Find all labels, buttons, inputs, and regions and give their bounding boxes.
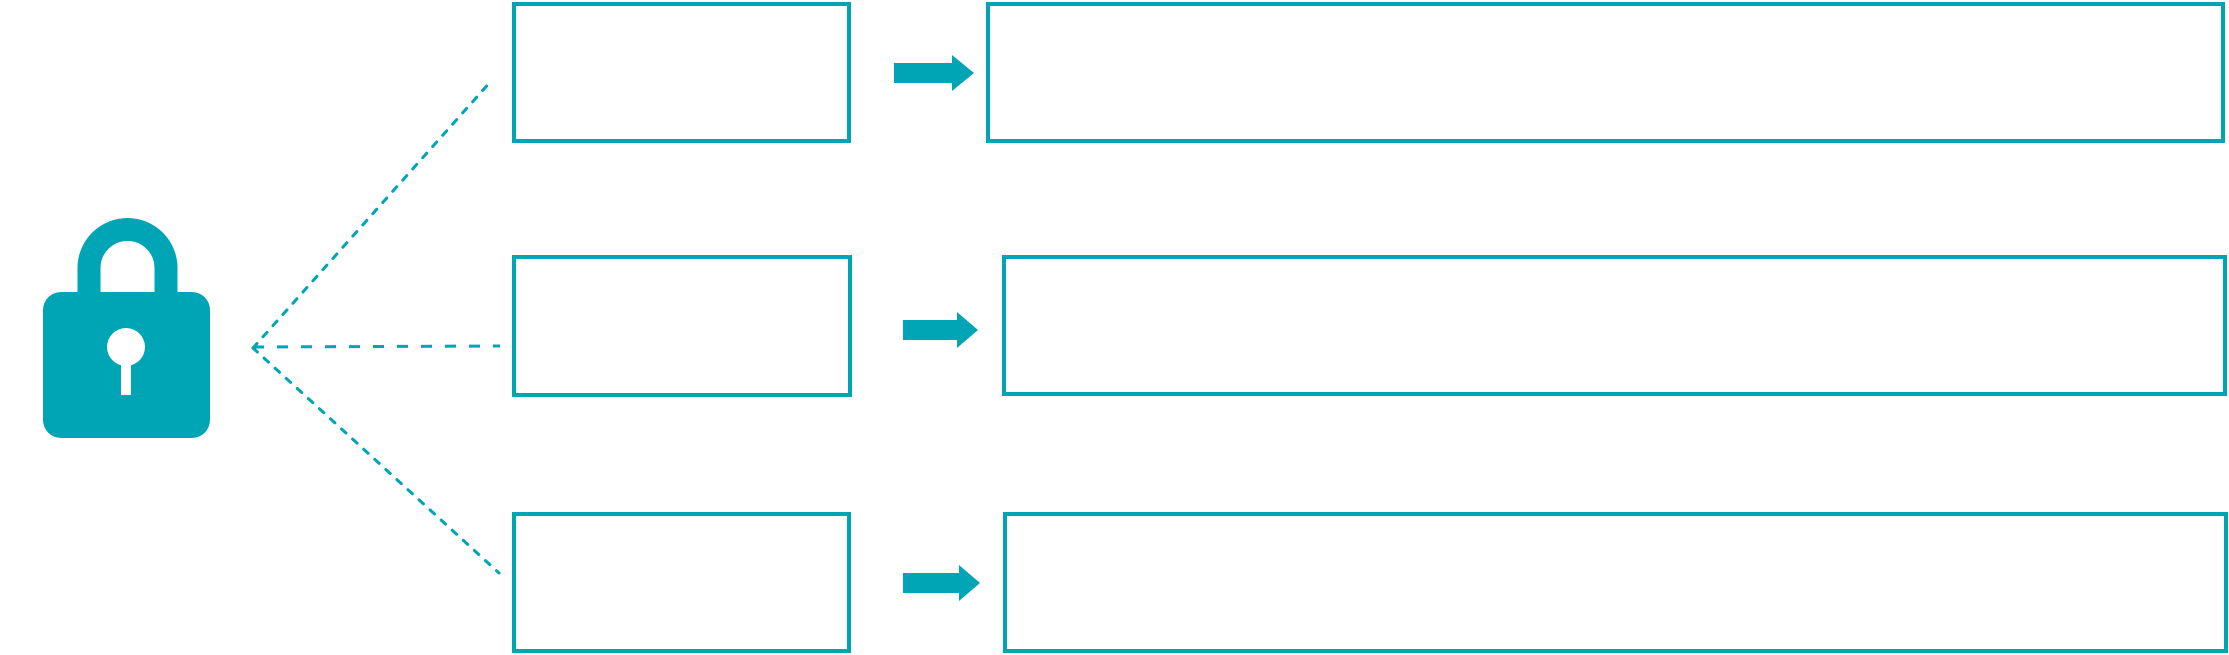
connector-line-top xyxy=(251,78,494,350)
source-box-3 xyxy=(512,512,851,653)
arrow-right-icon-1 xyxy=(894,55,974,91)
source-box-2 xyxy=(512,255,852,397)
lock-shackle xyxy=(77,218,178,302)
target-box-1 xyxy=(986,2,2225,143)
lock-keyhole-stem xyxy=(121,347,131,395)
connector-line-middle xyxy=(252,344,501,349)
target-box-2 xyxy=(1002,255,2227,396)
target-box-3 xyxy=(1003,512,2228,653)
source-box-1 xyxy=(512,2,851,143)
arrow-right-icon-3 xyxy=(903,565,980,601)
lock-icon xyxy=(43,218,210,438)
arrow-right-icon-2 xyxy=(903,312,978,348)
connector-line-bottom xyxy=(251,346,501,575)
